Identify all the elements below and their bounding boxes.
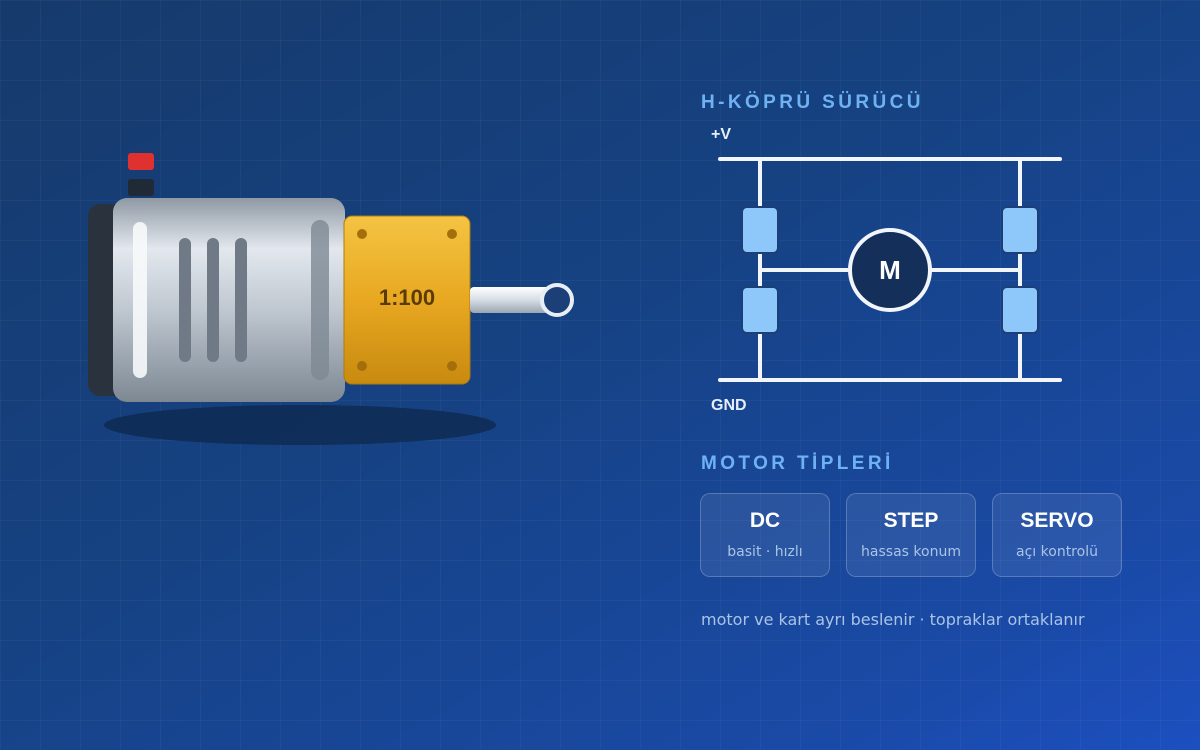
card-desc: hassas konum [861,544,961,560]
switch-high-right [1001,206,1039,254]
motor-rib [311,220,329,380]
h-bridge-title: H-KÖPRÜ SÜRÜCÜ [701,92,924,113]
h-bridge-circuit [718,157,1062,382]
gearbox-screw [357,361,367,371]
gearbox-screw [447,229,457,239]
terminal-negative [128,179,154,196]
terminal-positive [128,153,154,170]
card-name: STEP [883,509,939,532]
card-name: SERVO [1020,509,1094,532]
vplus-label: +V [711,126,732,143]
motor-types-title: MOTOR TİPLERİ [701,453,894,474]
dc-motor-illustration [88,153,574,445]
motor-vent-1 [179,238,191,362]
motor-type-card-dc: DC basit · hızlı [700,493,830,577]
motor-symbol-label: M [879,255,901,285]
gear-ratio-label: 1:100 [378,285,436,310]
gearbox-screw [357,229,367,239]
motor-vent-2 [207,238,219,362]
motor-highlight [133,222,147,378]
output-shaft [470,287,558,313]
switch-high-left [741,206,779,254]
gnd-label: GND [711,397,747,414]
motor-type-card-step: STEP hassas konum [846,493,976,577]
card-desc: basit · hızlı [727,544,803,560]
footnote: motor ve kart ayrı beslenir · topraklar … [701,610,1085,629]
switch-low-left [741,286,779,334]
motor-symbol-circle [848,228,932,312]
card-desc: açı kontrolü [1016,544,1098,560]
motor-vent-3 [235,238,247,362]
switch-low-right [1001,286,1039,334]
card-name: DC [749,509,781,532]
gearbox-screw [447,361,457,371]
shaft-hole [540,283,574,317]
motor-body [113,198,345,402]
motor-type-card-servo: SERVO açı kontrolü [992,493,1122,577]
motor-shadow [104,405,496,445]
